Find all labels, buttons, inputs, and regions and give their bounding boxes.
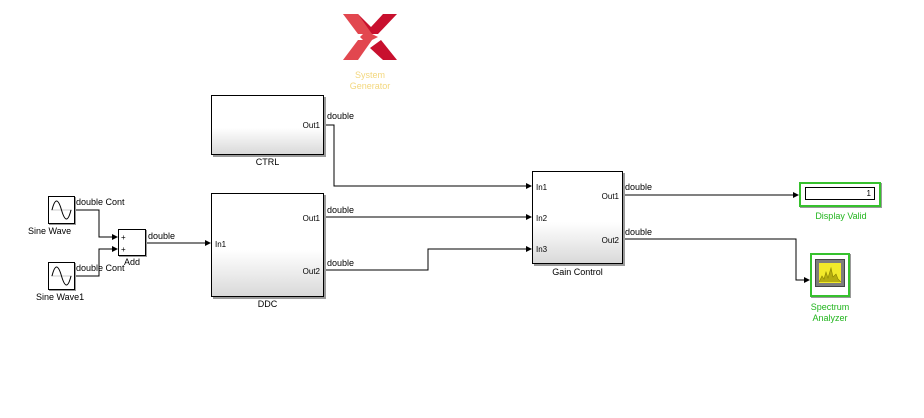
spectrum-label-line1: Spectrum (810, 302, 850, 312)
add-port-plus2: + (121, 245, 126, 254)
gain-port-in3: In3 (536, 245, 548, 254)
gain-port-in1: In1 (536, 183, 548, 192)
add-label: Add (123, 257, 140, 267)
line-gain-spectrum (623, 238, 810, 283)
line-sine2-add (75, 246, 118, 277)
sine-wave1-label: Sine Wave1 (36, 292, 85, 302)
line-sine1-add (75, 209, 118, 240)
sine-wave1-icon (51, 266, 72, 286)
add-port-plus1: + (121, 233, 126, 242)
gain-out2-signal-label: double (625, 227, 653, 237)
logo-caption: System Generator (342, 70, 398, 92)
add-block[interactable]: + + (118, 229, 146, 256)
spectrum-label-line2: Analyzer (812, 313, 848, 323)
xilinx-logo-icon (343, 14, 397, 60)
ddc-port-out2: Out2 (302, 267, 320, 276)
display-valid-label: Display Valid (815, 211, 867, 221)
sine-wave1-signal-label: double Cont (76, 263, 125, 273)
spectrum-screen-frame (815, 259, 845, 287)
ctrl-subsystem[interactable]: Out1 (211, 95, 324, 155)
ddc-out2-signal-label: double (327, 258, 355, 268)
signal-lines (75, 124, 810, 283)
gain-port-out2: Out2 (601, 236, 619, 245)
gain-control-subsystem[interactable]: In1 In2 In3 Out1 Out2 (532, 171, 623, 264)
display-value: 1 (866, 189, 871, 198)
display-value-field: 1 (805, 187, 875, 200)
display-valid-block[interactable]: 1 (799, 182, 881, 207)
gain-control-label: Gain Control (552, 267, 603, 277)
spectrum-analyzer-block[interactable] (810, 253, 850, 297)
sine-wave-block[interactable] (48, 196, 75, 224)
ddc-label: DDC (257, 299, 278, 309)
logo-line2: Generator (349, 81, 391, 91)
gain-out1-signal-label: double (625, 182, 653, 192)
ddc-port-out1: Out1 (302, 214, 320, 223)
gain-port-in2: In2 (536, 214, 548, 223)
spectrum-icon (818, 263, 842, 283)
gain-port-out1: Out1 (601, 192, 619, 201)
spectrum-analyzer-label: Spectrum Analyzer (800, 302, 860, 324)
ddc-out1-signal-label: double (327, 205, 355, 215)
sine-wave1-block[interactable] (48, 262, 75, 290)
ctrl-label: CTRL (255, 157, 280, 167)
ddc-port-in1: In1 (215, 240, 227, 249)
sine-wave-icon (51, 200, 72, 220)
sine-wave-label: Sine Wave (28, 226, 72, 236)
sine-wave-signal-label: double Cont (76, 197, 125, 207)
line-ctrl-gain (324, 124, 532, 189)
ctrl-signal-label: double (327, 111, 355, 121)
ctrl-port-out1: Out1 (302, 121, 320, 130)
line-ddc-gain-in3 (324, 246, 532, 271)
ddc-subsystem[interactable]: In1 Out1 Out2 (211, 193, 324, 297)
logo-line1: System (354, 70, 385, 80)
add-signal-label: double (148, 231, 176, 241)
